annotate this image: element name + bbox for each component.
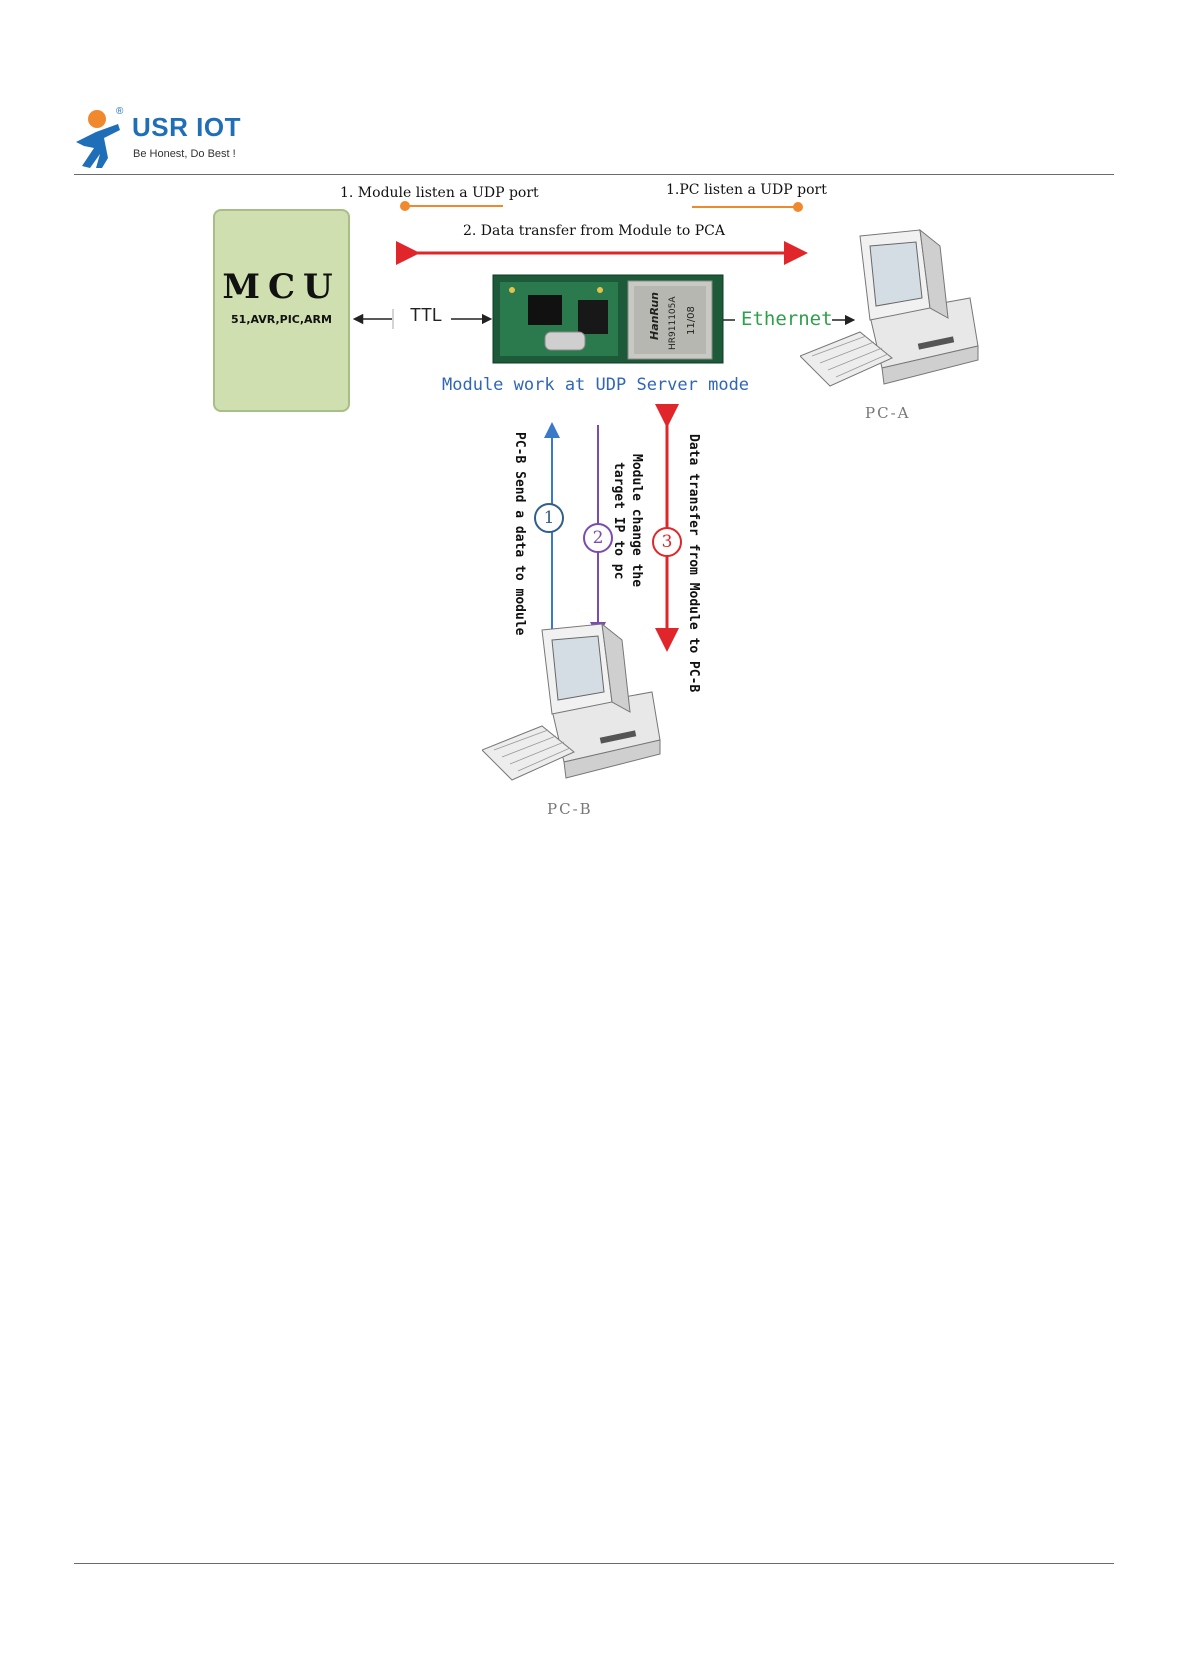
company-logo: ® USR IOT Be Honest, Do Best !	[74, 106, 254, 170]
mode-caption: Module work at UDP Server mode	[442, 375, 750, 395]
pc-a-label: PC-A	[865, 404, 911, 422]
step-circle-2: 2	[583, 523, 613, 553]
header-divider	[74, 174, 1114, 175]
chip-model: HR911105A	[668, 296, 678, 350]
chip-brand: HanRun	[648, 292, 661, 340]
module-board	[492, 274, 724, 364]
step-pc-listen: 1.PC listen a UDP port	[666, 182, 827, 198]
brand-tagline: Be Honest, Do Best !	[133, 148, 236, 160]
computer-pc-b-icon	[482, 622, 661, 781]
pc-b-label: PC-B	[547, 800, 593, 818]
target-ip-label-line1: Module change the	[629, 454, 644, 588]
person-logo-icon	[76, 110, 120, 168]
step-circle-3: 3	[652, 527, 682, 557]
brand-name: USR IOT	[132, 112, 241, 142]
module-pcb-label: Data transfer from Module to PC-B	[686, 434, 701, 693]
mcu-box: MCU 51,AVR,PIC,ARM	[213, 209, 350, 412]
step-transfer-pca: 2. Data transfer from Module to PCA	[463, 223, 726, 239]
computer-pc-a-icon	[800, 228, 979, 387]
pcb-send-label: PC-B Send a data to module	[512, 432, 527, 636]
step-circle-1: 1	[534, 503, 564, 533]
udp-server-diagram: HanRun HR911105A 11/08 1. Module listen …	[213, 182, 979, 818]
footer-divider	[74, 1563, 1114, 1564]
registered-mark: ®	[116, 106, 124, 117]
ethernet-label: Ethernet	[741, 308, 833, 330]
mcu-title: MCU	[222, 267, 341, 307]
diagram-lines	[352, 201, 856, 652]
chip-date: 11/08	[686, 306, 697, 335]
step-module-listen: 1. Module listen a UDP port	[340, 185, 539, 201]
ttl-label: TTL	[410, 305, 443, 325]
target-ip-label-line2: target IP to pc	[611, 462, 626, 580]
mcu-subtitle: 51,AVR,PIC,ARM	[231, 313, 332, 326]
